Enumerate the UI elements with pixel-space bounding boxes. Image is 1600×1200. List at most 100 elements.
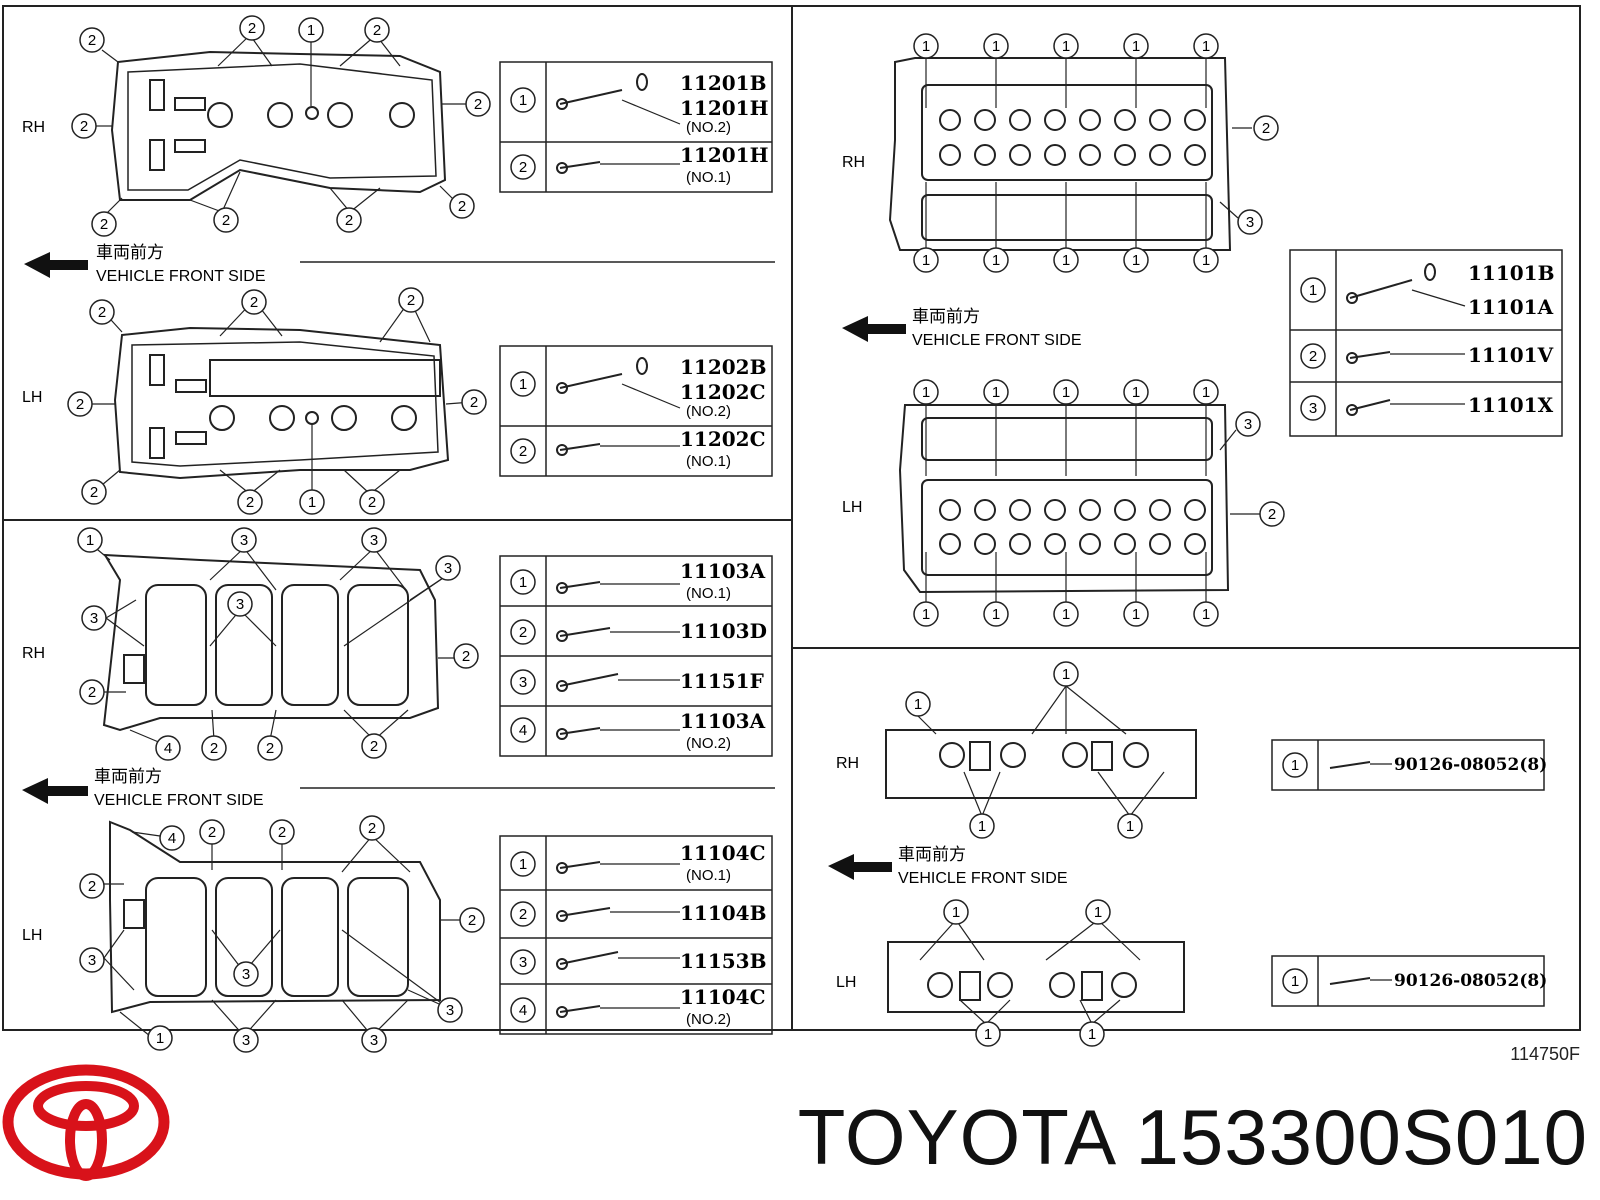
svg-text:2: 2 [88, 684, 96, 701]
front-label-en: VEHICLE FRONT SIDE [898, 870, 1068, 887]
parts-table-head-lh [499, 835, 773, 1035]
part-note: (NO.1) [686, 867, 731, 884]
lh-label: LH [22, 927, 42, 944]
svg-text:1: 1 [992, 252, 1000, 269]
part-code: 11104B [680, 901, 766, 925]
part-note: (NO.1) [686, 169, 731, 186]
diagram-frame [2, 5, 1581, 1031]
svg-text:2: 2 [210, 740, 218, 757]
svg-text:2: 2 [208, 824, 216, 841]
lh-label: LH [842, 499, 862, 516]
front-arrow-icon [24, 252, 88, 278]
part-note: (NO.2) [686, 735, 731, 752]
svg-text:2: 2 [345, 212, 353, 229]
leader-lines [925, 58, 1260, 604]
svg-text:1: 1 [914, 696, 922, 713]
front-label-jp: 車両前方 [96, 243, 164, 262]
svg-text:2: 2 [246, 494, 254, 511]
svg-text:1: 1 [1062, 252, 1070, 269]
svg-text:2: 2 [368, 494, 376, 511]
callout-circles [67, 15, 491, 515]
washer-icon [636, 73, 1436, 375]
svg-text:2: 2 [88, 32, 96, 49]
manifold-rh [885, 729, 1197, 799]
svg-text:1: 1 [308, 494, 316, 511]
block-rh [888, 57, 1232, 251]
parts-table-cam-cover-rh [499, 61, 773, 193]
cam-cover-lh-gasket [113, 326, 450, 480]
callout-circles [905, 661, 1143, 1047]
part-codes: 11201B 11201H 11201H 11202B 11202C 11202… [680, 71, 1554, 1009]
part-code: 90126-08052(8) [1394, 755, 1547, 775]
svg-text:2: 2 [474, 96, 482, 113]
svg-text:1: 1 [1291, 757, 1299, 774]
svg-text:1: 1 [1132, 384, 1140, 401]
svg-text:2: 2 [1268, 506, 1276, 523]
front-label-en: VEHICLE FRONT SIDE [912, 332, 1082, 349]
front-arrow-icon [842, 316, 906, 342]
svg-text:1: 1 [1291, 973, 1299, 990]
svg-text:2: 2 [98, 304, 106, 321]
leader-lines [917, 685, 1165, 1025]
rh-label: RH [842, 154, 865, 171]
svg-text:2: 2 [88, 878, 96, 895]
svg-text:1: 1 [1062, 606, 1070, 623]
svg-text:1: 1 [1062, 38, 1070, 55]
part-code: 11103A [680, 559, 766, 583]
svg-text:1: 1 [1202, 252, 1210, 269]
svg-text:2: 2 [470, 394, 478, 411]
rh-label: RH [22, 119, 45, 136]
part-code: 11101V [1468, 343, 1554, 367]
svg-text:1: 1 [922, 384, 930, 401]
svg-text:2: 2 [407, 292, 415, 309]
callout-circles [913, 33, 1285, 627]
svg-text:4: 4 [519, 722, 527, 739]
svg-text:2: 2 [519, 624, 527, 641]
svg-text:3: 3 [519, 674, 527, 691]
part-code: 11201B [680, 71, 766, 95]
svg-text:1: 1 [1132, 606, 1140, 623]
parts-table-head-rh [499, 555, 773, 757]
svg-text:2: 2 [90, 484, 98, 501]
svg-text:3: 3 [444, 560, 452, 577]
svg-text:3: 3 [446, 1002, 454, 1019]
svg-text:3: 3 [1244, 416, 1252, 433]
brand-part-title: TOYOTA 153300S010 [728, 1082, 1588, 1192]
part-code: 11153B [680, 949, 766, 973]
rh-label: RH [836, 755, 859, 772]
part-code: 11202C [680, 380, 766, 404]
part-code: 11201H [680, 96, 768, 120]
parts-table-block [1289, 249, 1563, 437]
svg-text:3: 3 [370, 1032, 378, 1049]
svg-text:2: 2 [80, 118, 88, 135]
part-code: 11202C [680, 427, 766, 451]
part-note: (NO.1) [686, 453, 731, 470]
part-number: 153300S010 [1135, 1093, 1588, 1181]
svg-text:1: 1 [1202, 38, 1210, 55]
svg-text:1: 1 [519, 856, 527, 873]
manifold-lh [887, 941, 1185, 1013]
part-code: 11151F [680, 669, 764, 693]
part-code: 11104C [680, 985, 766, 1009]
part-codes-small: 90126-08052(8) 90126-08052(8) [1394, 755, 1547, 991]
svg-text:1: 1 [1126, 818, 1134, 835]
svg-text:2: 2 [368, 820, 376, 837]
panel-cylinder-block: 車両前方 VEHICLE FRONT SIDE RH LH [842, 33, 1285, 627]
svg-text:2: 2 [373, 22, 381, 39]
svg-text:1: 1 [952, 904, 960, 921]
svg-text:1: 1 [519, 92, 527, 109]
svg-text:1: 1 [156, 1030, 164, 1047]
part-note: (NO.2) [686, 403, 731, 420]
svg-text:1: 1 [992, 606, 1000, 623]
svg-text:1: 1 [1132, 252, 1140, 269]
svg-text:3: 3 [90, 610, 98, 627]
svg-text:4: 4 [519, 1002, 527, 1019]
illustration-code: 114750F [1510, 1044, 1580, 1064]
svg-text:1: 1 [922, 252, 930, 269]
front-label-en: VEHICLE FRONT SIDE [96, 268, 266, 285]
svg-text:3: 3 [370, 532, 378, 549]
front-arrow-icon [22, 778, 88, 804]
